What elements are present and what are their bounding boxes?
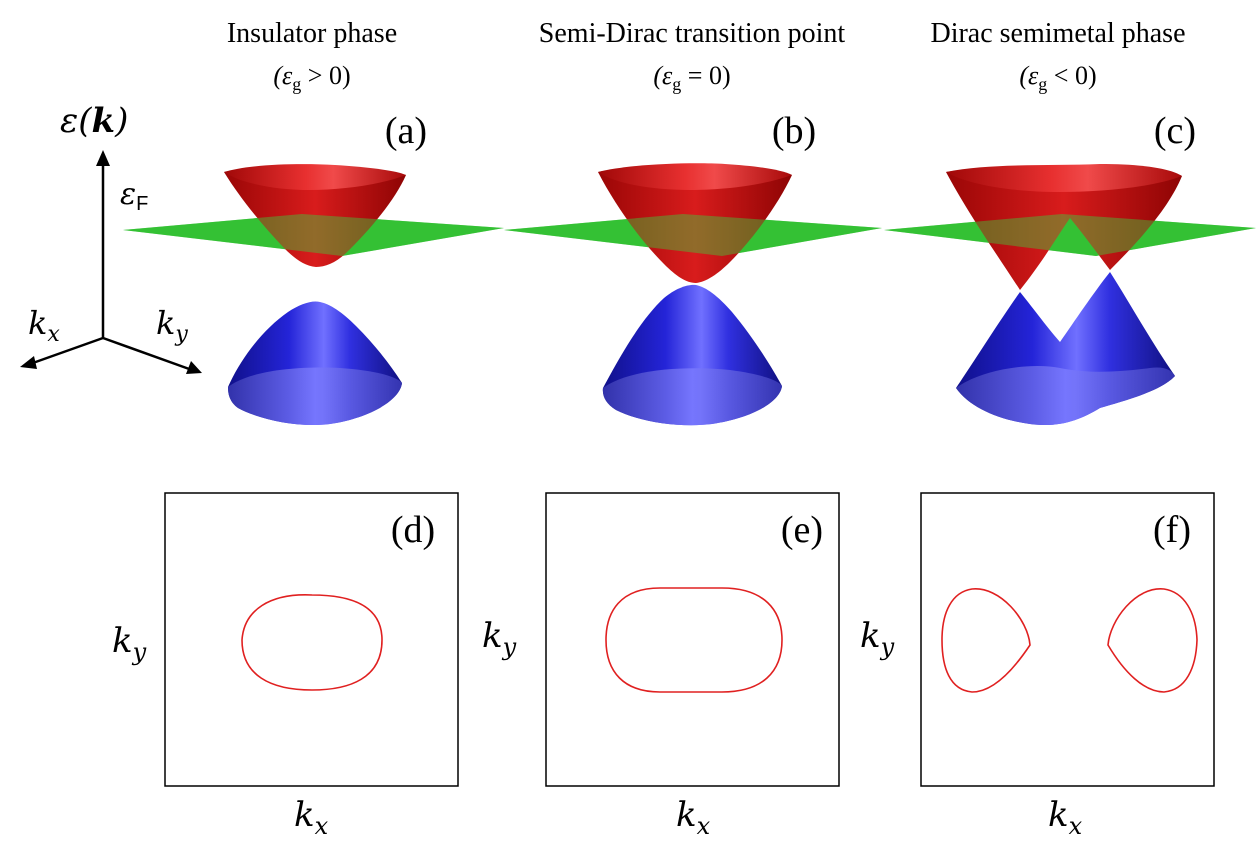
ky-axis-arrowhead	[186, 361, 202, 374]
title-semi-dirac: Semi-Dirac transition point	[539, 18, 846, 49]
conduction-band-c	[946, 167, 1182, 290]
fermi-energy-label: εF	[120, 177, 148, 215]
triad-kx-sub: x	[47, 322, 60, 347]
condition-semi-dirac-sub: g	[672, 74, 681, 94]
band-structure-b	[504, 163, 882, 426]
fermi-plane-b-overlay	[504, 214, 882, 256]
conduction-band-a-top	[224, 164, 406, 190]
condition-semi-dirac-rel: = 0)	[681, 61, 730, 90]
condition-dirac-semimetal-rel: < 0)	[1047, 61, 1096, 90]
condition-insulator-prefix: (ε	[273, 61, 293, 90]
valence-band-b-base	[602, 368, 782, 426]
condition-insulator-sub: g	[292, 74, 301, 94]
band-structure-c	[884, 164, 1256, 426]
contour-f-ky-label: ky	[860, 616, 895, 661]
contour-f-kx-main: k	[1048, 795, 1069, 835]
contour-label-f: (f)	[1153, 509, 1191, 551]
contour-f-kx-label: kx	[1048, 795, 1083, 840]
contour-e-ky-sub: y	[502, 633, 517, 661]
contour-frame-e	[545, 492, 840, 787]
energy-label-main: ε(	[60, 101, 92, 141]
energy-label-close: )	[114, 101, 128, 141]
contour-e-ky-label: ky	[482, 616, 517, 661]
condition-dirac-semimetal: (εg < 0)	[1019, 61, 1096, 94]
energy-label-bold: k	[92, 101, 116, 141]
fermi-plane-a-overlay	[123, 214, 504, 256]
title-dirac-semimetal: Dirac semimetal phase	[930, 18, 1185, 49]
panel-label-b: (b)	[772, 110, 816, 152]
valence-band-c-base	[956, 366, 1175, 426]
contour-f-ky-sub: y	[880, 633, 895, 661]
axes-triad	[29, 162, 193, 372]
fermi-contour-f-right	[1107, 588, 1198, 693]
contour-frame-f	[920, 492, 1215, 787]
contour-e-kx-sub: x	[697, 812, 711, 840]
fermi-plane-c-overlay	[884, 214, 1256, 256]
triad-ky-main: k	[156, 304, 175, 342]
contour-f-ky-main: k	[860, 616, 881, 656]
contour-d-kx-label: kx	[294, 795, 329, 840]
energy-axis-label: ε(k)	[60, 101, 128, 141]
condition-dirac-semimetal-sub: g	[1038, 74, 1047, 94]
fermi-contour-e	[605, 587, 783, 693]
fermi-contour-d	[241, 594, 383, 691]
triad-ky-sub: y	[174, 322, 188, 347]
fermi-label-main: ε	[120, 177, 136, 212]
condition-semi-dirac: (εg = 0)	[653, 61, 730, 94]
contour-e-kx-main: k	[676, 795, 697, 835]
contour-d-ky-main: k	[112, 621, 133, 661]
kx-axis	[29, 336, 104, 366]
contour-label-e: (e)	[781, 509, 823, 551]
contour-d-ky-sub: y	[132, 638, 147, 666]
condition-dirac-semimetal-prefix: (ε	[1019, 61, 1039, 90]
condition-insulator: (εg > 0)	[273, 61, 350, 94]
conduction-band-b-top	[598, 163, 792, 190]
triad-kx-main: k	[28, 304, 47, 342]
fermi-plane-c	[884, 214, 1256, 256]
condition-semi-dirac-prefix: (ε	[653, 61, 673, 90]
fermi-label-sub: F	[136, 193, 148, 215]
condition-insulator-rel: > 0)	[301, 61, 350, 90]
contour-label-d: (d)	[391, 509, 435, 551]
panel-label-c: (c)	[1154, 110, 1196, 152]
contour-d-ky-label: ky	[112, 621, 147, 666]
triad-kx-label: kx	[28, 304, 60, 347]
contour-e-ky-main: k	[482, 616, 503, 656]
band-structure-a	[123, 164, 504, 426]
fermi-contour-f-left	[941, 588, 1031, 693]
conduction-band-c-top	[946, 164, 1182, 192]
conduction-band-b	[598, 166, 792, 283]
contour-e-kx-label: kx	[676, 795, 711, 840]
contour-d-kx-main: k	[294, 795, 315, 835]
conduction-band-a	[224, 166, 406, 267]
kx-axis-arrowhead	[20, 356, 37, 369]
title-insulator: Insulator phase	[227, 18, 397, 49]
contour-frame-d	[164, 492, 459, 787]
energy-axis-arrowhead	[96, 150, 110, 166]
valence-band-a-base	[228, 367, 402, 426]
triad-ky-label: ky	[156, 304, 188, 347]
ky-axis	[102, 336, 193, 372]
contour-d-kx-sub: x	[315, 812, 329, 840]
contour-f-kx-sub: x	[1069, 812, 1083, 840]
panel-label-a: (a)	[385, 110, 427, 152]
